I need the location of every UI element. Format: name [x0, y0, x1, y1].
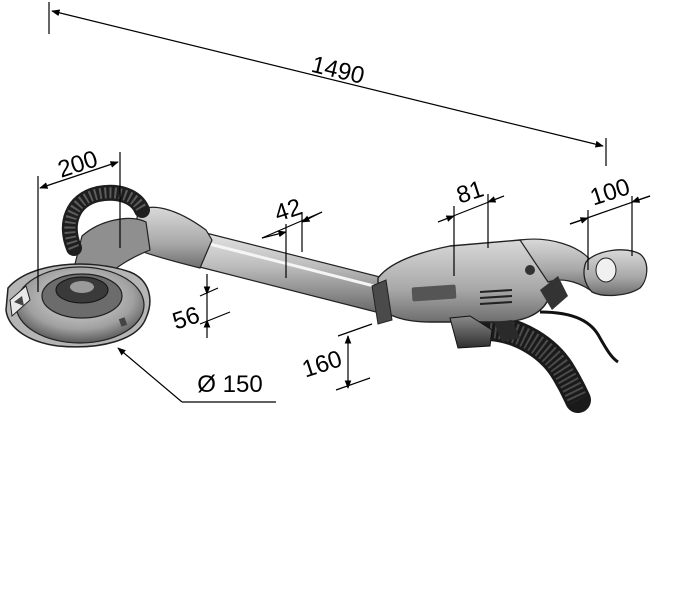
label-tube-diameter: 42 [271, 194, 305, 228]
label-handle-width: 100 [587, 173, 633, 211]
head-hose [62, 184, 150, 256]
label-head-width: 200 [55, 145, 101, 183]
rear-handle [518, 238, 648, 310]
label-head-height: 56 [169, 302, 203, 336]
power-cord [539, 310, 619, 364]
motor-housing [371, 239, 553, 349]
label-pad-diameter: Ø 150 [197, 371, 262, 398]
tube-collar [131, 206, 213, 269]
label-overall-length: 1490 [309, 51, 367, 90]
dimension-lines [37, 2, 651, 403]
label-body-height: 160 [299, 345, 345, 383]
sanding-head [5, 263, 151, 348]
sander-illustration [5, 184, 648, 413]
